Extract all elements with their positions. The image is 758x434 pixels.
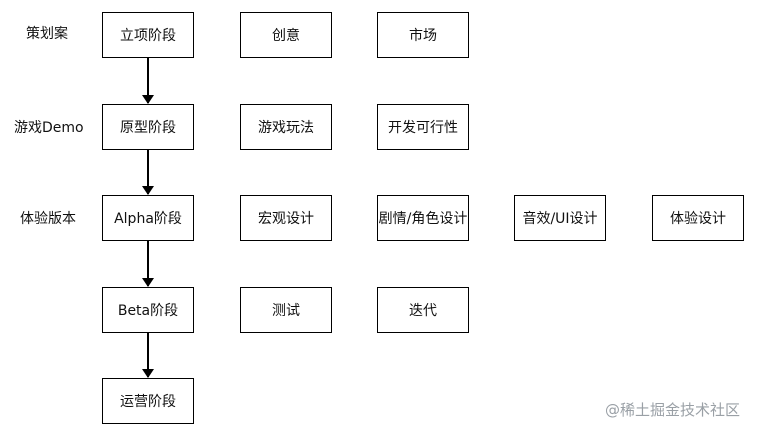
row-label-plan: 策划案: [26, 26, 68, 42]
box-market: 市场: [377, 12, 469, 58]
row-label-demo: 游戏Demo: [14, 120, 84, 136]
stage-box-initiation: 立项阶段: [102, 12, 194, 58]
stage-box-prototype: 原型阶段: [102, 104, 194, 150]
row-label-experience: 体验版本: [20, 211, 76, 227]
box-gameplay: 游戏玩法: [240, 104, 332, 150]
watermark: @稀土掘金技术社区: [604, 401, 740, 419]
box-sound-ui-design: 音效/UI设计: [514, 195, 606, 241]
arrow-beta-to-operation: [142, 333, 154, 378]
arrow-initiation-to-prototype: [142, 58, 154, 104]
arrow-alpha-to-beta: [142, 241, 154, 287]
box-feasibility: 开发可行性: [377, 104, 469, 150]
box-macro-design: 宏观设计: [240, 195, 332, 241]
box-iteration: 迭代: [377, 287, 469, 333]
stage-box-alpha: Alpha阶段: [102, 195, 194, 241]
stage-box-operation: 运营阶段: [102, 378, 194, 424]
box-story-character-design: 剧情/角色设计: [377, 195, 469, 241]
box-creativity: 创意: [240, 12, 332, 58]
box-experience-design: 体验设计: [652, 195, 744, 241]
box-testing: 测试: [240, 287, 332, 333]
stage-box-beta: Beta阶段: [102, 287, 194, 333]
arrow-prototype-to-alpha: [142, 150, 154, 195]
